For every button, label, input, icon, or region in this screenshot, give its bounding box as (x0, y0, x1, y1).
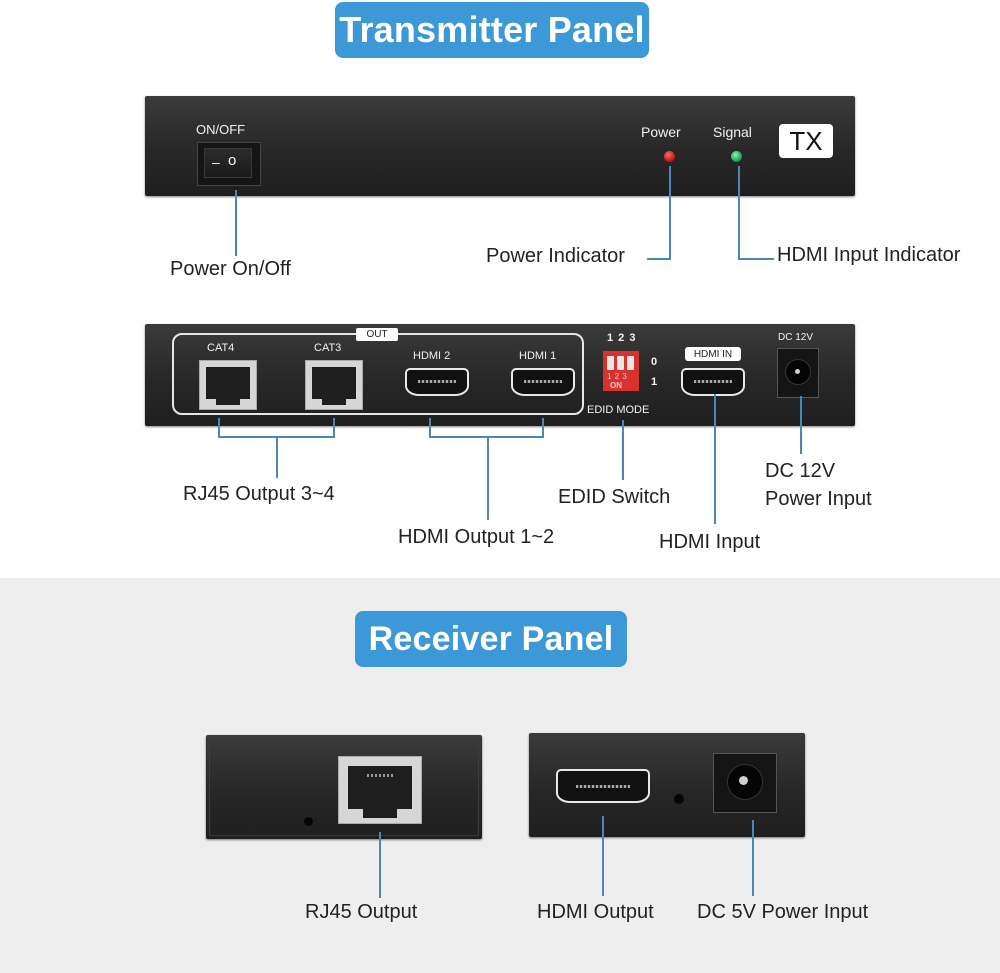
callout-power-indicator: Power Indicator (486, 245, 625, 267)
reset-pinhole-icon (304, 817, 313, 826)
callout-line-hdmi-in (714, 394, 716, 524)
edid-dip-switch[interactable]: 1 2 3 ON (603, 351, 639, 391)
callout-rj45-output: RJ45 Output 3~4 (183, 483, 335, 505)
callout-hdmi-input: HDMI Input (659, 531, 761, 553)
switch-off-glyph: – (212, 154, 220, 170)
callout-power-onoff: Power On/Off (170, 258, 291, 280)
rj45-port-cat4[interactable] (199, 360, 257, 410)
dip-state-0: 0 (651, 356, 658, 368)
dip-on-numbers: 1 2 3 (607, 372, 627, 381)
callout-hdmi-output: HDMI Output 1~2 (398, 526, 555, 548)
hdmi-port-out-2[interactable] (405, 368, 469, 396)
bracket-hdmi-h (429, 436, 544, 438)
power-switch[interactable]: – o (197, 142, 261, 186)
callout-line-power-led (669, 166, 671, 260)
callout-edid-switch: EDID Switch (558, 486, 671, 508)
callout-line-hdmi-out (487, 436, 489, 520)
callout-rx-hdmi-output: HDMI Output (537, 901, 654, 923)
callout-line-rx-dc (752, 820, 754, 896)
receiver-panel-title: Receiver Panel (355, 611, 627, 667)
bracket-rj45-right (333, 418, 335, 438)
rj45-port-receiver[interactable] (338, 756, 422, 824)
hdmi-in-label: HDMI IN (685, 347, 741, 361)
bracket-hdmi-left (429, 418, 431, 438)
port-label-hdmi1: HDMI 1 (519, 350, 557, 362)
callout-dc12v-line1: DC 12V (765, 460, 836, 482)
bracket-hdmi-right (542, 418, 544, 438)
hdmi-port-receiver-out[interactable] (556, 769, 650, 803)
bracket-rj45-left (218, 418, 220, 438)
callout-rx-dc-power: DC 5V Power Input (697, 901, 869, 923)
dc-12v-label: DC 12V (778, 332, 814, 343)
hdmi-port-out-1[interactable] (511, 368, 575, 396)
callout-line-signal-led (738, 166, 740, 260)
transmitter-front-panel: ON/OFF – o Power Signal TX (145, 96, 855, 196)
dip-on-text: ON (610, 381, 622, 390)
callout-dc12v-line2: Power Input (765, 488, 872, 510)
callout-line-rx-rj45 (379, 832, 381, 898)
port-label-cat3: CAT3 (314, 342, 342, 354)
callout-line-rj45 (276, 436, 278, 478)
callout-line-signal-led-h (738, 258, 774, 260)
led-power-label: Power (641, 124, 681, 140)
callout-line-power-switch (235, 190, 237, 256)
tx-badge: TX (779, 124, 833, 158)
receiver-rj45-side (206, 735, 482, 839)
port-label-cat4: CAT4 (207, 342, 235, 354)
callout-line-power-led-h (647, 258, 671, 260)
dc-12v-jack[interactable] (777, 348, 819, 398)
power-switch-label: ON/OFF (196, 122, 246, 137)
hdmi-port-in[interactable] (681, 368, 745, 396)
callout-rx-rj45-output: RJ45 Output (305, 901, 418, 923)
port-label-hdmi2: HDMI 2 (413, 350, 451, 362)
edid-mode-label: EDID MODE (587, 404, 650, 416)
dc-5v-jack[interactable] (713, 753, 777, 813)
callout-line-edid (622, 420, 624, 480)
switch-on-glyph: o (228, 152, 237, 169)
dip-state-1: 1 (651, 376, 658, 388)
dip-switch-numbers: 1 2 3 (607, 332, 636, 344)
rj45-port-cat3[interactable] (305, 360, 363, 410)
led-pinhole-icon (674, 794, 684, 804)
transmitter-panel-title: Transmitter Panel (335, 2, 649, 58)
out-label: OUT (356, 328, 398, 341)
callout-hdmi-input-indicator: HDMI Input Indicator (777, 244, 961, 266)
led-signal-label: Signal (713, 124, 752, 140)
receiver-hdmi-side (529, 733, 805, 837)
signal-led-icon (731, 151, 742, 162)
power-led-icon (664, 151, 675, 162)
transmitter-rear-panel: OUT CAT4 CAT3 HDMI 2 HDMI 1 1 2 3 1 2 3 … (145, 324, 855, 426)
callout-line-rx-hdmi (602, 816, 604, 896)
callout-line-dc12v (800, 396, 802, 454)
